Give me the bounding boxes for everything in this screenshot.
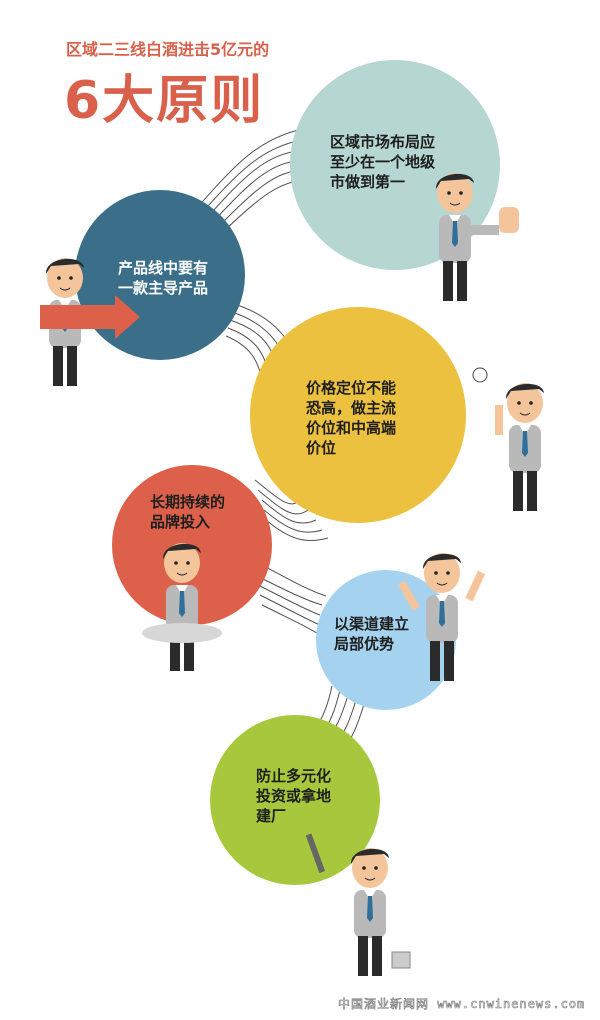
text-line: 价位 <box>306 439 337 457</box>
text-line: 产品线中要有 <box>118 259 209 277</box>
principle-text-1: 区域市场布局应 至少在一个地级 市做到第一 <box>330 132 435 192</box>
principle-circle-2 <box>75 190 245 360</box>
infographic-title: 6大原则 <box>64 71 265 131</box>
text-line: 至少在一个地级 <box>330 153 436 171</box>
text-line: 建厂 <box>256 807 287 825</box>
watermark: 中国酒业新闻网 www.cnwinenews.com <box>338 997 586 1012</box>
text-line: 长期持续的 <box>150 493 226 511</box>
man-with-wrench <box>305 833 411 977</box>
man-idea <box>472 367 545 512</box>
text-line: 区域市场布局应 <box>330 133 436 151</box>
principle-circle-6 <box>210 715 380 885</box>
man-holding-arrow <box>40 257 140 387</box>
principle-text-4: 长期持续的 品牌投入 <box>150 492 225 532</box>
man-jumping <box>397 552 486 682</box>
rope-1-2 <box>194 129 309 236</box>
text-line: 一款主导产品 <box>118 279 209 297</box>
text-line: 市做到第一 <box>330 173 406 191</box>
principle-text-2: 产品线中要有 一款主导产品 <box>118 258 208 298</box>
man-thumbs-up <box>435 172 519 302</box>
infographic-subtitle: 区域二三线白酒进击5亿元的 <box>66 40 270 59</box>
text-line: 局部优势 <box>334 635 395 653</box>
principle-text-6: 防止多元化 投资或拿地 建厂 <box>256 766 331 826</box>
text-line: 防止多元化 <box>256 767 332 785</box>
text-line: 价格定位不能 <box>306 379 397 397</box>
principle-text-5: 以渠道建立 局部优势 <box>334 614 409 654</box>
man-meditating <box>142 542 222 672</box>
text-line: 价位和中高端 <box>306 419 397 437</box>
text-line: 品牌投入 <box>150 513 211 531</box>
text-line: 以渠道建立 <box>334 615 410 633</box>
text-line: 投资或拿地 <box>256 787 332 805</box>
principle-text-3: 价格定位不能 恐高，做主流 价位和中高端 价位 <box>306 378 396 458</box>
text-line: 恐高，做主流 <box>306 399 397 417</box>
principle-circle-3 <box>250 307 466 523</box>
